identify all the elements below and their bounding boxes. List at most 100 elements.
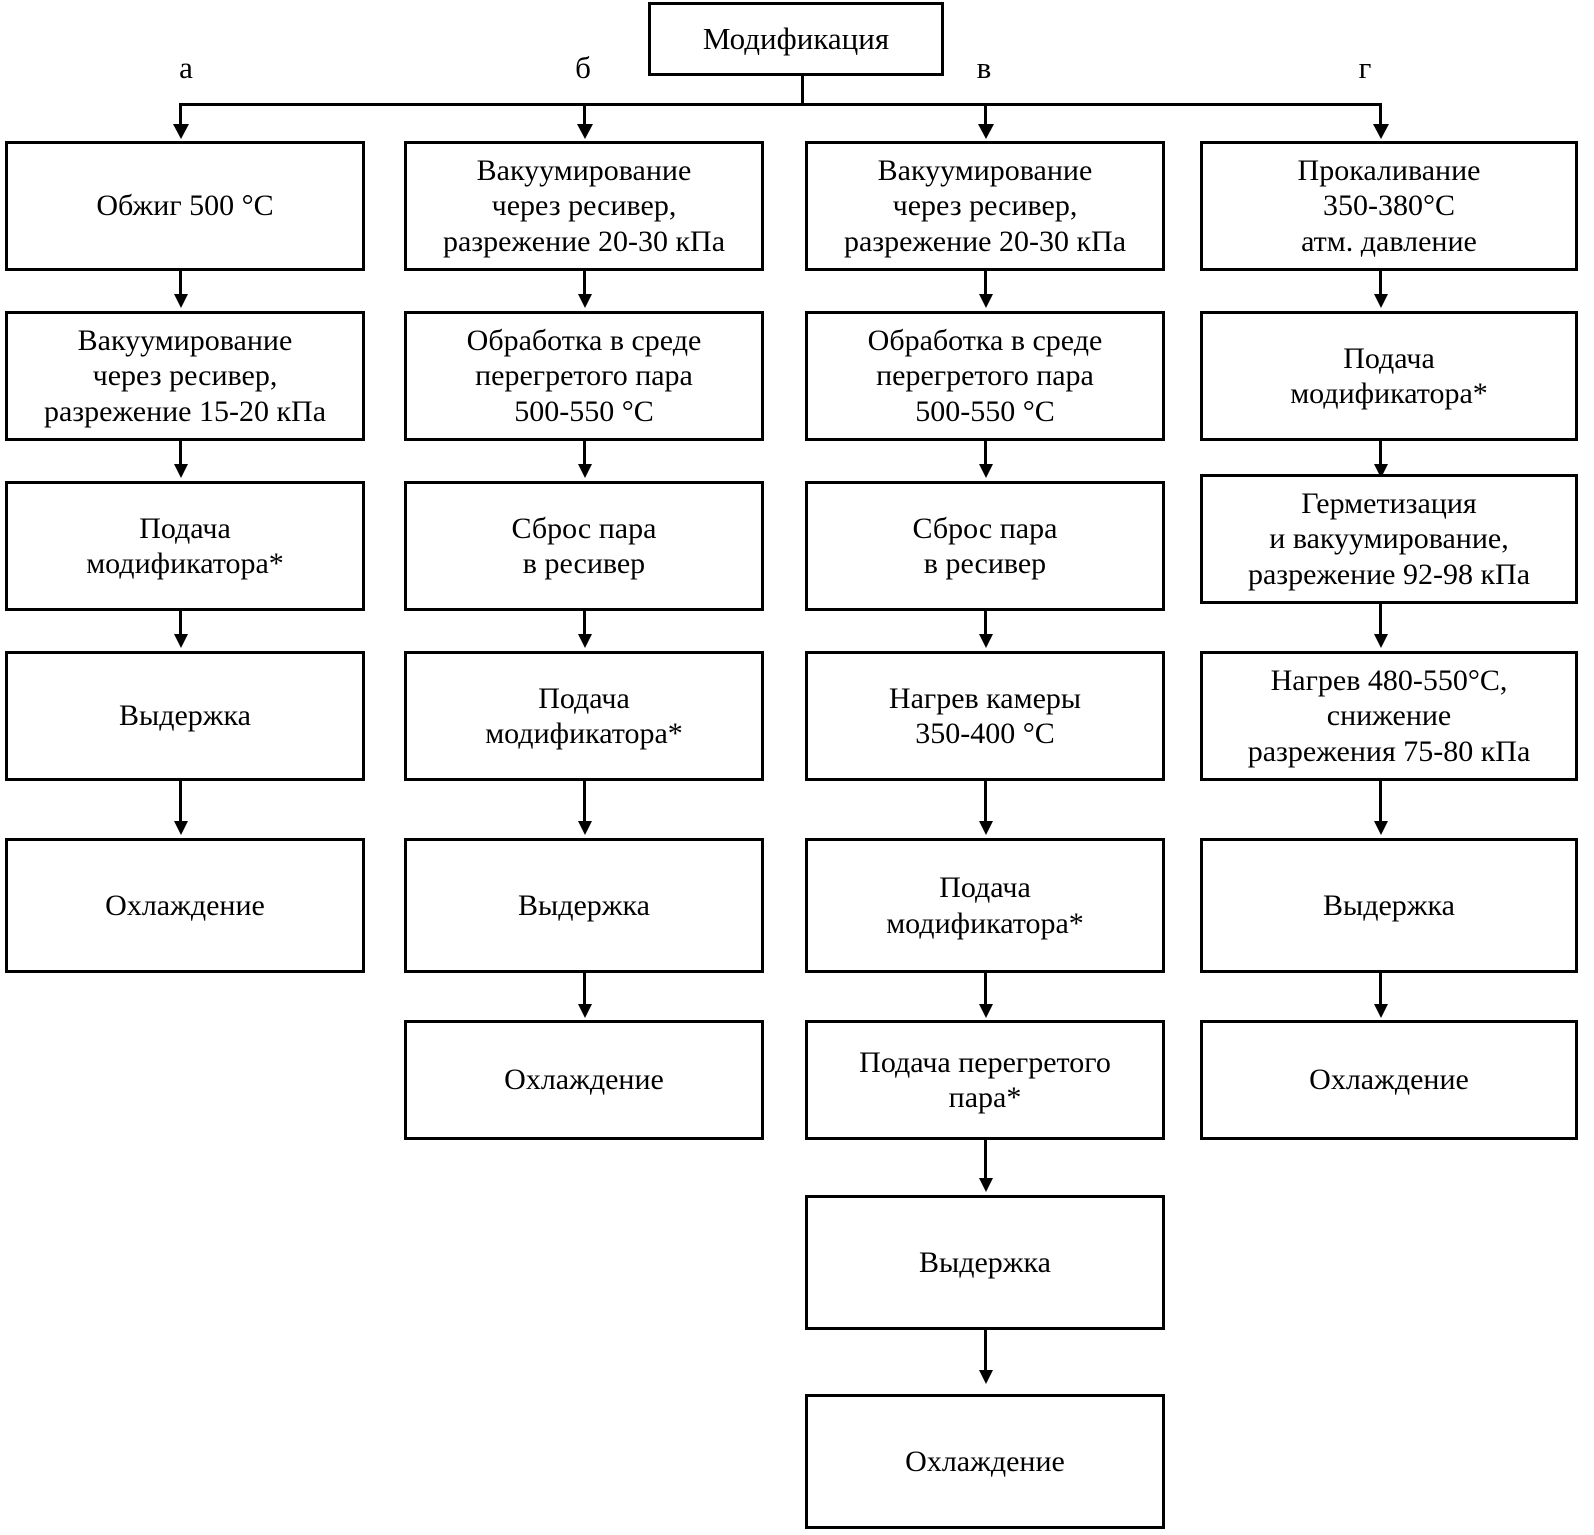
connector-v-6-7 (984, 1140, 987, 1180)
connector-arrow-g-5-6 (1374, 1004, 1388, 1018)
connector-g-2-3 (1379, 441, 1382, 466)
root-stem-line (801, 76, 804, 105)
connector-b-1-2 (583, 271, 586, 296)
node-b-3: Сброс пара в ресивер (404, 481, 764, 611)
connector-a-3-4 (179, 611, 182, 636)
connector-a-2-3 (179, 441, 182, 466)
connector-g-4-5 (1379, 781, 1382, 823)
connector-a-1-2 (179, 271, 182, 296)
connector-arrow-a-4-5 (174, 821, 188, 835)
branch-drop-line-g (1379, 103, 1382, 126)
node-a-4-label: Выдержка (119, 699, 251, 733)
node-b-4-label: Подача модификатора* (485, 681, 683, 750)
branch-letter-g: г (1358, 50, 1372, 85)
branch-letter-b: б (575, 50, 591, 85)
branch-arrow-b (577, 124, 593, 139)
node-g-6-label: Охлаждение (1309, 1063, 1469, 1097)
node-g-3: Герметизация и вакуумирование, разрежени… (1200, 474, 1578, 604)
connector-g-1-2 (1379, 271, 1382, 296)
branch-letter-a: а (179, 50, 193, 85)
connector-v-7-8 (984, 1330, 987, 1372)
node-v-3-label: Сброс пара в ресивер (912, 511, 1058, 580)
node-b-5-label: Выдержка (518, 888, 650, 922)
connector-arrow-v-7-8 (979, 1370, 993, 1384)
node-v-3: Сброс пара в ресивер (805, 481, 1165, 611)
node-v-2-label: Обработка в среде перегретого пара 500-5… (867, 323, 1103, 428)
connector-b-4-5 (583, 781, 586, 823)
root-node-modification: Модификация (648, 2, 944, 76)
node-b-3-label: Сброс пара в ресивер (511, 511, 657, 580)
connector-v-5-6 (984, 973, 987, 1006)
node-a-2: Вакуумирование через ресивер, разрежение… (5, 311, 365, 441)
connector-b-2-3 (583, 441, 586, 466)
connector-arrow-g-1-2 (1374, 294, 1388, 308)
node-v-4-label: Нагрев камеры 350-400 °С (888, 681, 1082, 750)
node-g-5: Выдержка (1200, 838, 1578, 973)
branch-letter-v: в (976, 50, 992, 85)
branch-drop-line-v (984, 103, 987, 126)
node-b-2: Обработка в среде перегретого пара 500-5… (404, 311, 764, 441)
branch-arrow-v (978, 124, 994, 139)
branch-drop-line-a (179, 103, 182, 126)
node-v-5: Подача модификатора* (805, 838, 1165, 973)
connector-arrow-b-1-2 (578, 294, 592, 308)
connector-arrow-b-3-4 (578, 634, 592, 648)
node-g-4-label: Нагрев 480-550°С, снижение разрежения 75… (1247, 663, 1531, 768)
connector-arrow-v-5-6 (979, 1004, 993, 1018)
node-v-6: Подача перегретого пара* (805, 1020, 1165, 1140)
connector-arrow-v-4-5 (979, 821, 993, 835)
node-v-2: Обработка в среде перегретого пара 500-5… (805, 311, 1165, 441)
connector-v-2-3 (984, 441, 987, 466)
node-a-3: Подача модификатора* (5, 481, 365, 611)
connector-arrow-v-3-4 (979, 634, 993, 648)
node-v-1-label: Вакуумирование через ресивер, разрежение… (843, 153, 1127, 258)
connector-b-3-4 (583, 611, 586, 636)
connector-g-3-4 (1379, 604, 1382, 636)
node-g-1-label: Прокаливание 350-380°С атм. давление (1297, 153, 1481, 258)
node-a-3-label: Подача модификатора* (86, 511, 284, 580)
node-b-1: Вакуумирование через ресивер, разрежение… (404, 141, 764, 271)
connector-arrow-g-4-5 (1374, 821, 1388, 835)
node-g-3-label: Герметизация и вакуумирование, разрежени… (1247, 486, 1531, 591)
connector-arrow-v-2-3 (979, 464, 993, 478)
node-b-6-label: Охлаждение (504, 1063, 664, 1097)
connector-v-1-2 (984, 271, 987, 296)
connector-g-5-6 (1379, 973, 1382, 1006)
node-a-1: Обжиг 500 °С (5, 141, 365, 271)
node-v-7: Выдержка (805, 1195, 1165, 1330)
node-a-5: Охлаждение (5, 838, 365, 973)
root-node-label: Модификация (702, 20, 890, 56)
node-b-2-label: Обработка в среде перегретого пара 500-5… (466, 323, 702, 428)
connector-arrow-g-3-4 (1374, 634, 1388, 648)
connector-a-4-5 (179, 781, 182, 823)
node-a-2-label: Вакуумирование через ресивер, разрежение… (43, 323, 327, 428)
node-v-6-label: Подача перегретого пара* (859, 1045, 1111, 1114)
connector-arrow-b-5-6 (578, 1004, 592, 1018)
distribution-bar (179, 103, 1382, 106)
branch-arrow-g (1373, 124, 1389, 139)
connector-arrow-v-1-2 (979, 294, 993, 308)
node-b-1-label: Вакуумирование через ресивер, разрежение… (442, 153, 726, 258)
node-v-5-label: Подача модификатора* (886, 871, 1084, 940)
node-g-2-label: Подача модификатора* (1290, 341, 1488, 410)
branch-drop-line-b (583, 103, 586, 126)
node-g-1: Прокаливание 350-380°С атм. давление (1200, 141, 1578, 271)
node-g-4: Нагрев 480-550°С, снижение разрежения 75… (1200, 651, 1578, 781)
node-v-7-label: Выдержка (919, 1245, 1051, 1279)
connector-arrow-v-6-7 (979, 1178, 993, 1192)
connector-b-5-6 (583, 973, 586, 1006)
connector-v-3-4 (984, 611, 987, 636)
node-b-5: Выдержка (404, 838, 764, 973)
node-g-6: Охлаждение (1200, 1020, 1578, 1140)
connector-arrow-a-3-4 (174, 634, 188, 648)
node-a-1-label: Обжиг 500 °С (96, 189, 274, 223)
node-v-4: Нагрев камеры 350-400 °С (805, 651, 1165, 781)
node-v-8: Охлаждение (805, 1394, 1165, 1529)
node-v-1: Вакуумирование через ресивер, разрежение… (805, 141, 1165, 271)
node-a-4: Выдержка (5, 651, 365, 781)
connector-arrow-b-2-3 (578, 464, 592, 478)
node-a-5-label: Охлаждение (105, 888, 265, 922)
node-v-8-label: Охлаждение (905, 1444, 1065, 1478)
node-g-2: Подача модификатора* (1200, 311, 1578, 441)
